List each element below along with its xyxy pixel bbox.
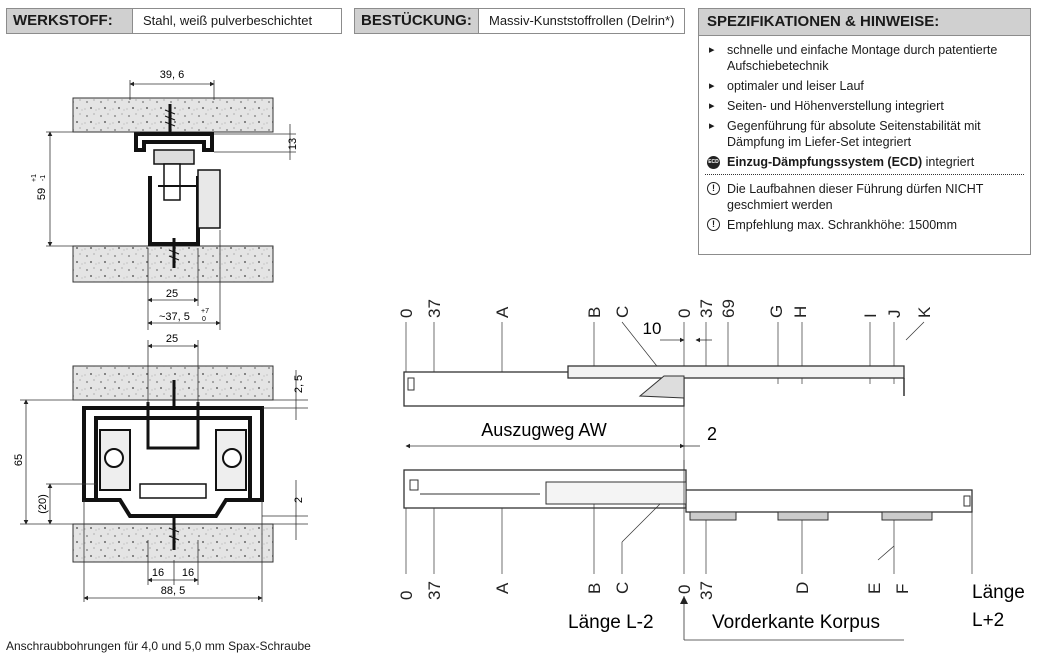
- svg-text:37: 37: [697, 581, 716, 600]
- side-view-closed: 0 37 A B C 0 37 69 G H I J K: [397, 299, 934, 470]
- warning-item: !Die Laufbahnen dieser Führung dürfen NI…: [707, 181, 1022, 213]
- werkstoff-value: Stahl, weiß pulverbeschichtet: [132, 8, 342, 34]
- dim-13-label: 13: [287, 138, 299, 150]
- dim-25mm-label: 2, 5: [293, 375, 305, 393]
- laenge-l2plus-label: L+2: [972, 610, 1004, 631]
- svg-text:0: 0: [675, 309, 694, 318]
- svg-text:B: B: [585, 307, 604, 318]
- dim-16b-label: 16: [182, 567, 194, 579]
- svg-text:37: 37: [425, 299, 444, 318]
- dim-20-label: (20): [37, 494, 49, 514]
- cross-section-top: 39, 6 13 59 +1 -1 25 ~37, 5 +7 0: [31, 69, 299, 330]
- dim-25-label: 25: [166, 288, 178, 300]
- spec-list: ▸schnelle und einfache Montage durch pat…: [699, 36, 1030, 170]
- svg-text:+1: +1: [31, 174, 38, 182]
- svg-text:37: 37: [425, 581, 444, 600]
- svg-text:C: C: [613, 582, 632, 594]
- dim-375-label: ~37, 5: [159, 311, 190, 323]
- warning-item: !Empfehlung max. Schrankhöhe: 1500mm: [707, 217, 1022, 233]
- vorderkante-label: Vorderkante Korpus: [712, 612, 880, 633]
- dim-10-label: 10: [643, 319, 662, 338]
- dim-59-label: 59: [36, 188, 48, 200]
- svg-text:H: H: [791, 306, 810, 318]
- dim-885-label: 88, 5: [161, 585, 185, 597]
- rail-profile: [134, 132, 214, 152]
- warning-list: !Die Laufbahnen dieser Führung dürfen NI…: [699, 181, 1030, 233]
- side-view-extended: 0 37 A B C 0 37 D E F Länge L-2 Vorderka…: [397, 460, 1025, 641]
- bestueckung-label: BESTÜCKUNG:: [354, 8, 479, 34]
- dim-2-side-label: 2: [707, 424, 717, 444]
- svg-text:A: A: [493, 306, 512, 318]
- list-item: ▸Seiten- und Höhenverstellung integriert: [709, 99, 944, 113]
- dim-16a-label: 16: [152, 567, 164, 579]
- dotted-divider: [705, 174, 1024, 175]
- svg-text:B: B: [585, 583, 604, 594]
- svg-text:K: K: [915, 306, 934, 318]
- cross-section-bottom: 25 2, 5 65 (20) 2 16 16 88, 5: [13, 333, 308, 602]
- svg-text:0: 0: [202, 316, 206, 323]
- svg-text:C: C: [613, 306, 632, 318]
- spec-title: SPEZIFIKATIONEN & HINWEISE:: [699, 9, 1030, 36]
- svg-text:0: 0: [397, 591, 416, 600]
- ecd-icon: ECD: [707, 156, 720, 169]
- dim-25b-label: 25: [166, 333, 178, 345]
- warning-icon: !: [707, 182, 720, 195]
- triangle-bullet-icon: ▸: [709, 100, 715, 112]
- triangle-bullet-icon: ▸: [709, 120, 715, 132]
- warning-icon: !: [707, 218, 720, 231]
- triangle-bullet-icon: ▸: [709, 44, 715, 56]
- svg-text:G: G: [767, 305, 786, 318]
- triangle-bullet-icon: ▸: [709, 80, 715, 92]
- drawer-rail: [685, 489, 973, 513]
- svg-text:+7: +7: [201, 308, 209, 315]
- werkstoff-label: WERKSTOFF:: [6, 8, 133, 34]
- bestueckung-value: Massiv-Kunststoffrollen (Delrin*): [478, 8, 685, 34]
- svg-text:A: A: [493, 582, 512, 594]
- laenge-label: Länge: [972, 582, 1025, 603]
- dim-2-label: 2: [293, 497, 305, 503]
- roller: [153, 149, 195, 165]
- spec-panel: SPEZIFIKATIONEN & HINWEISE: ▸schnelle un…: [698, 8, 1031, 255]
- list-item: ▸optimaler und leiser Lauf: [709, 79, 864, 93]
- svg-text:0: 0: [397, 309, 416, 318]
- bottom-position-labels: 0 37 A B C 0 37 D E F: [397, 581, 912, 600]
- footer-note: Anschraubbohrungen für 4,0 und 5,0 mm Sp…: [6, 639, 311, 653]
- svg-text:E: E: [865, 583, 884, 594]
- svg-text:D: D: [793, 582, 812, 594]
- svg-text:F: F: [893, 584, 912, 594]
- svg-text:37: 37: [697, 299, 716, 318]
- svg-text:69: 69: [719, 299, 738, 318]
- top-position-labels: 0 37 A B C 0 37 69 G H I J K: [397, 299, 934, 318]
- cabinet-board-top: [72, 97, 274, 133]
- svg-text:J: J: [885, 310, 904, 319]
- list-item: ▸Gegenführung für absolute Seitenstabili…: [709, 119, 981, 149]
- arrow-up-icon: [680, 596, 688, 604]
- list-item: ▸schnelle und einfache Montage durch pat…: [709, 43, 998, 73]
- drawer-rail: [567, 365, 905, 379]
- svg-text:0: 0: [675, 585, 694, 594]
- dim-65-label: 65: [13, 454, 25, 466]
- dim-width-label: 39, 6: [160, 69, 184, 81]
- auszugweg-label: Auszugweg AW: [481, 420, 606, 440]
- laenge-l2-label: Länge L-2: [568, 612, 654, 633]
- svg-text:I: I: [861, 313, 880, 318]
- svg-text:-1: -1: [40, 175, 47, 181]
